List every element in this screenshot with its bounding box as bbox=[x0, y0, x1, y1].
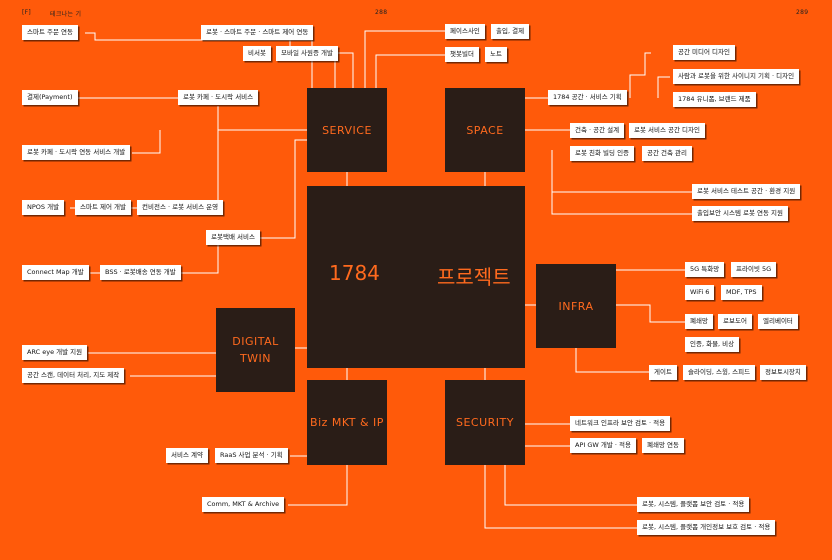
label-face-sign: 페이스사인 bbox=[445, 24, 485, 39]
label-service-contract: 서비스 계약 bbox=[166, 448, 208, 463]
label-mobile-app: 모바일 사원증 개발 bbox=[276, 46, 338, 61]
label-chatbot: 챗봇빌더 bbox=[445, 47, 479, 62]
label-raas: RaaS 사업 분석 · 기획 bbox=[215, 448, 288, 463]
node-digital-twin-label: DIGITAL TWIN bbox=[232, 335, 279, 365]
label-secretary-bot: 비서봇 bbox=[243, 46, 271, 61]
node-space-label: SPACE bbox=[466, 123, 504, 137]
label-uniform: 1784 유니폼, 브랜드 제품 bbox=[673, 92, 756, 107]
label-robot-space-design: 로봇 서비스 공간 디자인 bbox=[629, 123, 705, 138]
label-arc-eye: ARC eye 개발 지원 bbox=[22, 345, 88, 360]
page-number-left: 288 bbox=[375, 9, 388, 16]
label-smart-order: 스마트 주문 연동 bbox=[22, 25, 78, 40]
label-scan: 공간 스캔, 데이터 처리, 지도 제작 bbox=[22, 368, 125, 383]
label-robot-smart-order: 로봇 · 스마트 주문 · 스마트 제어 연동 bbox=[201, 25, 314, 40]
node-space: SPACE bbox=[445, 88, 525, 172]
label-npos: NPOS 개발 bbox=[22, 200, 65, 215]
label-delivery: 로봇택배 서비스 bbox=[206, 230, 260, 245]
project-title: 프로젝트 bbox=[437, 265, 511, 289]
label-5g: 5G 특화망 bbox=[685, 262, 725, 277]
label-connect-map: Connect Map 개발 bbox=[22, 265, 89, 280]
label-privacy: 로봇, 시스템, 플랫폼 개인정보 보호 검토 · 적용 bbox=[637, 520, 776, 535]
label-robot-building: 로봇 친화 빌딩 인증 bbox=[570, 146, 635, 161]
label-api-gw: API GW 개발 · 적용 bbox=[570, 438, 636, 453]
label-closed-net: 폐쇄망 연동 bbox=[642, 438, 684, 453]
node-biz-mkt-ip-label: Biz MKT & IP bbox=[310, 416, 384, 429]
label-fire-door: 폐쇄망 bbox=[685, 314, 713, 329]
label-mdf: MDF, TPS bbox=[721, 285, 762, 300]
label-signage: 사람과 로봇을 위한 사이니지 기획 · 디자인 bbox=[673, 69, 800, 84]
project-number: 1784 bbox=[329, 261, 380, 285]
node-digital-twin: DIGITAL TWIN bbox=[216, 308, 295, 392]
label-info: 정보토시장치 bbox=[760, 365, 806, 380]
label-space-plan: 1784 공간 · 서비스 기획 bbox=[548, 90, 627, 105]
label-robot-door: 로보도어 bbox=[718, 314, 752, 329]
label-gate: 게이트 bbox=[649, 365, 677, 380]
node-infra: INFRA bbox=[536, 264, 616, 348]
node-service: SERVICE bbox=[307, 88, 387, 172]
central-project-block: 1784 프로젝트 bbox=[307, 186, 525, 368]
label-payment: 결제(Payment) bbox=[22, 90, 78, 105]
node-biz-mkt-ip: Biz MKT & IP bbox=[307, 380, 387, 465]
label-sliding: 슬라이딩, 스윙, 스피드 bbox=[683, 365, 756, 380]
node-service-label: SERVICE bbox=[322, 123, 372, 137]
label-private5g: 프라이빗 5G bbox=[731, 262, 777, 277]
label-access-pay: 출입, 결제 bbox=[491, 24, 530, 39]
label-convenience: 컨비전스 · 로봇 서비스 운영 bbox=[137, 200, 224, 215]
node-security-label: SECURITY bbox=[456, 416, 514, 429]
label-smart-control: 스마트 제어 개발 bbox=[75, 200, 131, 215]
label-access-robot: 출입보안 시스템 로봇 연동 지원 bbox=[692, 206, 789, 221]
label-wifi6: WiFi 6 bbox=[685, 285, 715, 300]
label-net-sec: 네트워크 인프라 보안 검토 · 적용 bbox=[570, 416, 671, 431]
label-robot-cafe-dev: 로봇 카페 · 도시락 연동 서비스 개발 bbox=[22, 145, 131, 160]
label-space-mgmt: 공간 건축 관리 bbox=[642, 146, 693, 161]
header-title: 테크나는 기 bbox=[50, 11, 82, 18]
label-auth: 인증, 화물, 비상 bbox=[685, 337, 740, 352]
header-section: [F] bbox=[22, 9, 32, 16]
label-comm: Comm, MKT & Archive bbox=[202, 497, 285, 512]
label-robot-cafe: 로봇 카페 · 도시락 서비스 bbox=[178, 90, 259, 105]
label-sys-sec: 로봇, 시스템, 플랫폼 보안 검토 · 적용 bbox=[637, 497, 750, 512]
node-infra-label: INFRA bbox=[558, 299, 594, 313]
label-bss: BSS · 로봇배송 연동 개발 bbox=[100, 265, 181, 280]
label-media-design: 공간 미디어 디자인 bbox=[673, 45, 735, 60]
page-number-right: 289 bbox=[796, 9, 809, 16]
label-robot-test-env: 로봇 서비스 테스트 공간 · 환경 지원 bbox=[692, 184, 801, 199]
label-elevator: 엘리베이터 bbox=[758, 314, 798, 329]
label-note: 노트 bbox=[485, 47, 507, 62]
node-security: SECURITY bbox=[445, 380, 525, 465]
label-arch-design: 건축 · 공간 설계 bbox=[570, 123, 625, 138]
